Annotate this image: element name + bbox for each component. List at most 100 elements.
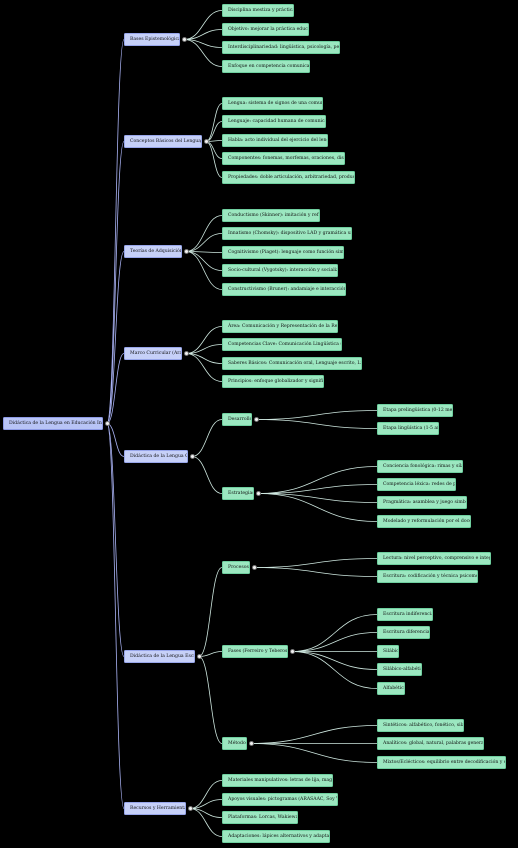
toggle-procesos[interactable] (251, 565, 257, 570)
link-root-recursos-y-herramientas (106, 423, 125, 809)
link-estrategias (191, 456, 223, 494)
link-silabico-alfabetica (291, 651, 378, 670)
link-propiedades-doble-articulacion-arbitrari (205, 141, 223, 178)
link-escritura-codificacion-y-tecnica-psicomo (253, 567, 378, 577)
node-adaptaciones-lapices-alternativos-y-adap[interactable]: Adaptaciones: lápices alternativos y ada… (222, 830, 330, 843)
node-principios-enfoque-globalizador-y-signif[interactable]: Principios: enfoque globalizador y signi… (222, 375, 324, 388)
leaf-etapa-linguistica-1-5-anos[interactable]: Etapa lingüística (1-5 años) (377, 422, 439, 435)
toggle-metodos[interactable] (248, 741, 254, 746)
node-competencias-clave-comunicacion-linguist[interactable]: Competencias Clave: Comunicación Lingüís… (222, 338, 342, 351)
toggle-didactica-de-la-lengua-escrita[interactable] (196, 654, 202, 659)
branch-bases-epistemologicas[interactable]: Bases Epistemológicas (124, 33, 180, 46)
node-innatismo-chomsky-dispositivo-lad-y-gram[interactable]: Innatismo (Chomsky): dispositivo LAD y g… (222, 227, 352, 240)
toggle-marco-curricular-aragon[interactable] (183, 351, 189, 356)
link-modelado-y-reformulacion-por-el-docente (257, 493, 378, 522)
link-socio-cultural-vygotsky-interaccion-y-so (185, 251, 223, 271)
link-lectura-nivel-perceptivo-comprensivo-e-i (253, 558, 378, 568)
node-materiales-manipulativos-letras-de-lija-[interactable]: Materiales manipulativos: letras de lija… (222, 774, 333, 787)
branch-conceptos-basicos-del-lenguaje[interactable]: Conceptos Básicos del Lenguaje (124, 135, 202, 148)
leaf-escritura-codificacion-y-tecnica-psicomo[interactable]: Escritura: codificación y técnica psicom… (377, 570, 478, 583)
link-area-comunicacion-y-representacion-de-la (185, 326, 223, 354)
toggle-didactica-de-la-lengua-oral[interactable] (189, 454, 195, 459)
toggle-conceptos-basicos-del-lenguaje[interactable] (203, 139, 209, 144)
leaf-pragmatica-asamblea-y-juego-simbolico[interactable]: Pragmática: asamblea y juego simbólico (377, 496, 467, 509)
link-conciencia-fonologica-rimas-y-silabas (257, 466, 378, 494)
link-enfoque-en-competencia-comunicativa (183, 39, 223, 67)
branch-teorias-de-adquisicion[interactable]: Teorías de Adquisición (124, 245, 182, 258)
toggle-bases-epistemologicas[interactable] (181, 37, 187, 42)
link-root-didactica-de-la-lengua-escrita (106, 423, 125, 657)
link-principios-enfoque-globalizador-y-signif (185, 353, 223, 382)
link-sinteticos-alfabetico-fonetico-silabico (250, 725, 378, 744)
node-enfoque-en-competencia-comunicativa[interactable]: Enfoque en competencia comunicativa (222, 60, 310, 73)
leaf-modelado-y-reformulacion-por-el-docente[interactable]: Modelado y reformulación por el docente (377, 515, 471, 528)
node-plataformas-lorcas-wakiewa-glifing[interactable]: Plataformas: Lorcas, Wakiewa, Glifing (222, 811, 298, 824)
node-estrategias[interactable]: Estrategias (222, 487, 254, 500)
node-habla-acto-individual-del-ejercicio-del-[interactable]: Habla: acto individual del ejercicio del… (222, 134, 328, 147)
leaf-alfabetica[interactable]: Alfabética (377, 682, 405, 695)
link-constructivismo-bruner-andamiaje-e-inter (185, 251, 223, 290)
node-apoyos-visuales-pictogramas-arasaac-soy-[interactable]: Apoyos visuales: pictogramas (ARASAAC, S… (222, 793, 338, 806)
link-objetivo-mejorar-la-practica-educativa (183, 29, 223, 40)
leaf-conciencia-fonologica-rimas-y-silabas[interactable]: Conciencia fonológica: rimas y sílabas (377, 460, 463, 473)
link-innatismo-chomsky-dispositivo-lad-y-gram (185, 233, 223, 252)
leaf-lectura-nivel-perceptivo-comprensivo-e-i[interactable]: Lectura: nivel perceptivo, comprensivo e… (377, 552, 491, 565)
link-escritura-diferenciada (291, 632, 378, 652)
node-componentes-fonemas-morfemas-oraciones-d[interactable]: Componentes: fonemas, morfemas, oracione… (222, 152, 345, 165)
link-metodos (198, 656, 223, 744)
link-root-bases-epistemologicas (106, 39, 125, 424)
node-lengua-sistema-de-signos-de-una-comunida[interactable]: Lengua: sistema de signos de una comunid… (222, 97, 323, 110)
branch-didactica-de-la-lengua-escrita[interactable]: Didáctica de la Lengua Escrita (124, 650, 195, 663)
leaf-sinteticos-alfabetico-fonetico-silabico[interactable]: Sintéticos: alfabético, fonético, silábi… (377, 719, 464, 732)
branch-recursos-y-herramientas[interactable]: Recursos y Herramientas (124, 802, 186, 815)
leaf-escritura-diferenciada[interactable]: Escritura diferenciada (377, 626, 430, 639)
toggle-teorias-de-adquisicion[interactable] (183, 249, 189, 254)
leaf-etapa-prelinguistica-0-12-meses[interactable]: Etapa prelingüística (0-12 meses) (377, 404, 453, 417)
link-root-conceptos-basicos-del-lenguaje (106, 141, 125, 424)
leaf-escritura-indiferenciada[interactable]: Escritura indiferenciada (377, 608, 433, 621)
link-desarrollo (191, 419, 223, 457)
toggle-recursos-y-herramientas[interactable] (187, 806, 193, 811)
link-mixtos-eclecticos-equilibrio-entre-decod (250, 743, 378, 763)
link-materiales-manipulativos-letras-de-lija- (189, 780, 223, 809)
link-etapa-prelinguistica-0-12-meses (255, 410, 378, 420)
node-constructivismo-bruner-andamiaje-e-inter[interactable]: Constructivismo (Bruner): andamiaje e in… (222, 283, 346, 296)
leaf-mixtos-eclecticos-equilibrio-entre-decod[interactable]: Mixtos/Eclécticos: equilibrio entre deco… (377, 756, 506, 769)
link-adaptaciones-lapices-alternativos-y-adap (189, 808, 223, 837)
node-desarrollo[interactable]: Desarrollo (222, 413, 252, 426)
leaf-competencia-lexica-redes-de-palabras[interactable]: Competencia léxica: redes de palabras (377, 478, 456, 491)
toggle-estrategias[interactable] (255, 491, 261, 496)
link-lenguaje-capacidad-humana-de-comunicacio (205, 121, 223, 142)
node-metodos[interactable]: Métodos (222, 737, 247, 750)
leaf-silabica[interactable]: Silábica (377, 645, 399, 658)
node-objetivo-mejorar-la-practica-educativa[interactable]: Objetivo: mejorar la práctica educativa (222, 23, 309, 36)
link-disciplina-mestiza-y-practica (183, 10, 223, 40)
node-propiedades-doble-articulacion-arbitrari[interactable]: Propiedades: doble articulación, arbitra… (222, 171, 355, 184)
toggle-fases-ferreiro-y-teberosky[interactable] (289, 649, 295, 654)
link-alfabetica (291, 651, 378, 689)
branch-marco-curricular-aragon[interactable]: Marco Curricular (Aragón) (124, 347, 182, 360)
node-saberes-basicos-comunicacion-oral-lengua[interactable]: Saberes Básicos: Comunicación oral, Leng… (222, 357, 362, 370)
link-escritura-indiferenciada (291, 614, 378, 652)
branch-didactica-de-la-lengua-oral[interactable]: Didáctica de la Lengua Oral (124, 450, 188, 463)
leaf-silabico-alfabetica[interactable]: Silábico-alfabética (377, 663, 422, 676)
link-procesos (198, 567, 223, 657)
node-socio-cultural-vygotsky-interaccion-y-so[interactable]: Socio-cultural (Vygotsky): interacción y… (222, 264, 338, 277)
leaf-analiticos-global-natural-palabras-gener[interactable]: Analíticos: global, natural, palabras ge… (377, 737, 484, 750)
node-procesos[interactable]: Procesos (222, 561, 250, 574)
node-cognitivismo-piaget-lenguaje-como-funcio[interactable]: Cognitivismo (Piaget): lenguaje como fun… (222, 246, 344, 259)
node-conductismo-skinner-imitacion-y-refuerzo[interactable]: Conductismo (Skinner): imitación y refue… (222, 209, 320, 222)
link-fases-ferreiro-y-teberosky (198, 651, 223, 657)
node-fases-ferreiro-y-teberosky[interactable]: Fases (Ferreiro y Teberosky) (222, 645, 288, 658)
root-node[interactable]: Didáctica de la Lengua en Educación Infa… (3, 417, 103, 430)
toggle-desarrollo[interactable] (253, 417, 259, 422)
link-apoyos-visuales-pictogramas-arasaac-soy- (189, 799, 223, 809)
node-interdisciplinariedad-linguistica-psicol[interactable]: Interdisciplinariedad: lingüística, psic… (222, 41, 340, 54)
node-lenguaje-capacidad-humana-de-comunicacio[interactable]: Lenguaje: capacidad humana de comunicaci… (222, 115, 326, 128)
node-area-comunicacion-y-representacion-de-la[interactable]: Área: Comunicación y Representación de l… (222, 320, 338, 333)
node-disciplina-mestiza-y-practica[interactable]: Disciplina mestiza y práctica (222, 4, 294, 17)
root-collapse-toggle[interactable] (104, 421, 110, 426)
link-competencias-clave-comunicacion-linguist (185, 344, 223, 354)
link-etapa-linguistica-1-5-anos (255, 419, 378, 429)
